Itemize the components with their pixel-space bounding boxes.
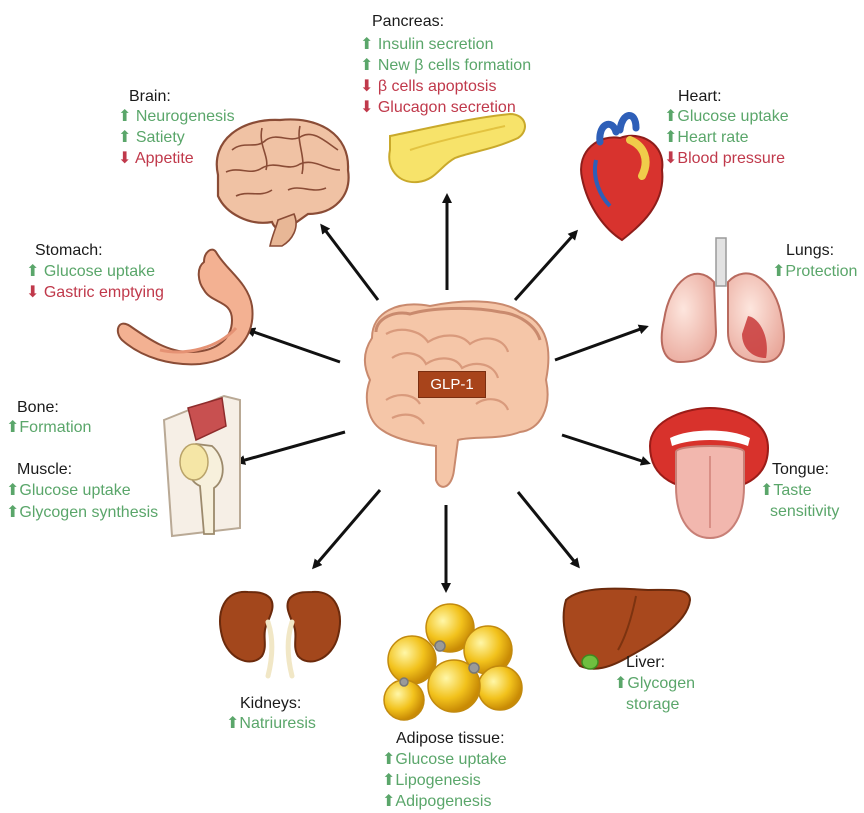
adipose-title: Adipose tissue: [396,728,505,749]
adipose-effect-3: ⬆Adipogenesis [382,791,491,812]
brain-effect-3: ⬇ Appetite [118,148,194,169]
kidneys-title: Kidneys: [240,693,301,714]
heart-effect-3: ⬇Blood pressure [664,148,785,169]
stomach-title: Stomach: [35,240,103,261]
kidneys-illustration [220,592,340,676]
tongue-effect-1: ⬆Taste [760,480,812,501]
bone-effect-1: ⬆Formation [6,417,91,438]
stomach-effect-2: ⬇ Gastric emptying [26,282,164,303]
pancreas-title: Pancreas: [372,11,444,32]
adipose-effect-2: ⬆Lipogenesis [382,770,481,791]
arrow-to-brain [322,226,378,300]
arrow-to-stomach [248,330,340,362]
adipose-illustration [384,604,522,720]
arrow-to-tongue [562,435,648,463]
tongue-title: Tongue: [772,459,829,480]
lungs-effect-1: ⬆Protection [772,261,857,282]
pancreas-effect-1: ⬆ Insulin secretion [360,34,493,55]
pancreas-effect-4: ⬇ Glucagon secretion [360,97,516,118]
glp1-label: GLP-1 [418,371,486,398]
kidneys-effect-1: ⬆Natriuresis [226,713,316,734]
brain-title: Brain: [129,86,171,107]
tongue-illustration [650,408,768,538]
lungs-illustration [662,238,784,362]
brain-effect-1: ⬆ Neurogenesis [118,106,235,127]
muscle-effect-2: ⬆Glycogen synthesis [6,502,158,523]
pancreas-effect-3: ⬇ β cells apoptosis [360,76,496,97]
muscle-title: Muscle: [17,459,72,480]
liver-effect-1: ⬆Glycogen [614,673,695,694]
pancreas-effect-2: ⬆ New β cells formation [360,55,531,76]
brain-effect-2: ⬆ Satiety [118,127,185,148]
heart-illustration [581,115,662,240]
heart-title: Heart: [678,86,722,107]
bone-title: Bone: [17,397,59,418]
heart-effect-1: ⬆Glucose uptake [664,106,789,127]
arrow-to-heart [515,232,576,300]
arrow-to-liver [518,492,578,566]
knee-illustration [164,396,240,536]
arrow-to-lungs [555,327,646,360]
tongue-effect-2: sensitivity [770,501,839,522]
arrow-to-muscle [238,432,345,462]
adipose-effect-1: ⬆Glucose uptake [382,749,507,770]
lungs-title: Lungs: [786,240,834,261]
arrow-to-kidneys [314,490,380,567]
liver-effect-2: storage [626,694,679,715]
muscle-effect-1: ⬆Glucose uptake [6,480,131,501]
brain-illustration [217,119,349,246]
heart-effect-2: ⬆Heart rate [664,127,749,148]
pancreas-illustration [389,114,525,182]
liver-title: Liver: [626,652,665,673]
stomach-effect-1: ⬆ Glucose uptake [26,261,155,282]
